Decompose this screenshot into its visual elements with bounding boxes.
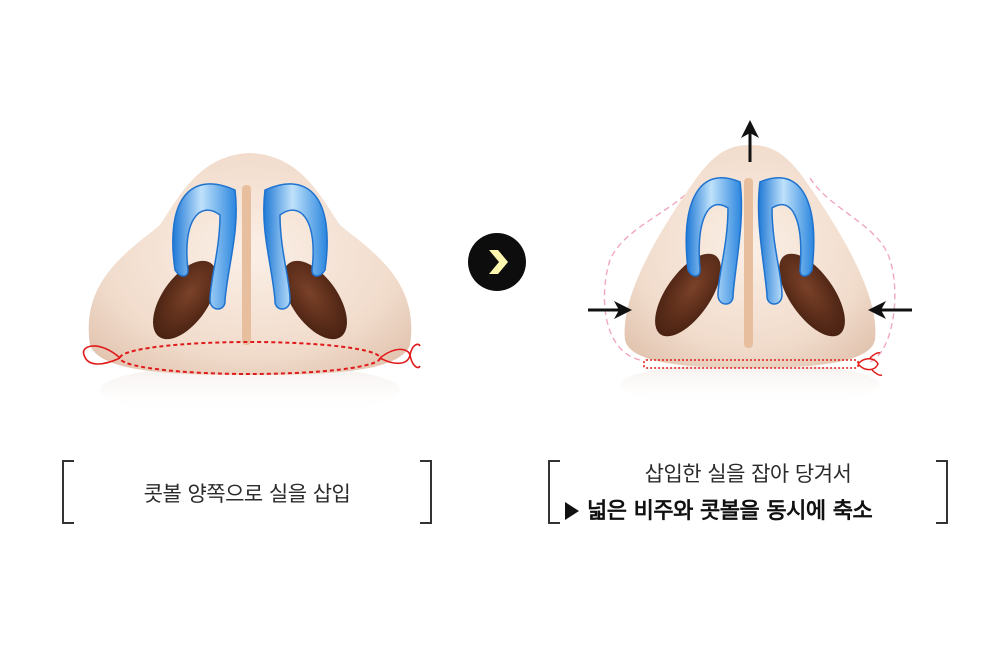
nose-illustration-before <box>82 153 421 416</box>
caption-bracket-left <box>548 460 560 524</box>
caption-bracket-left <box>62 460 74 524</box>
chevron-right-icon <box>489 250 508 274</box>
caption-bracket-right <box>936 460 948 524</box>
arrow-up-icon <box>741 120 759 162</box>
nose-illustration-after <box>588 120 912 407</box>
next-step-badge <box>468 233 526 291</box>
right-caption-line1: 삽입한 실을 잡아 당겨서 <box>644 462 852 486</box>
arrow-left-icon <box>868 301 912 319</box>
right-caption-line2: 넓은 비주와 콧볼을 동시에 축소 <box>565 493 873 525</box>
left-caption: 콧볼 양쪽으로 실을 삽입 <box>143 482 351 506</box>
caption-bracket-right <box>420 460 432 524</box>
right-caption-line2-text: 넓은 비주와 콧볼을 동시에 축소 <box>587 499 873 524</box>
play-triangle-icon <box>565 502 579 520</box>
arrow-right-icon <box>588 301 632 319</box>
